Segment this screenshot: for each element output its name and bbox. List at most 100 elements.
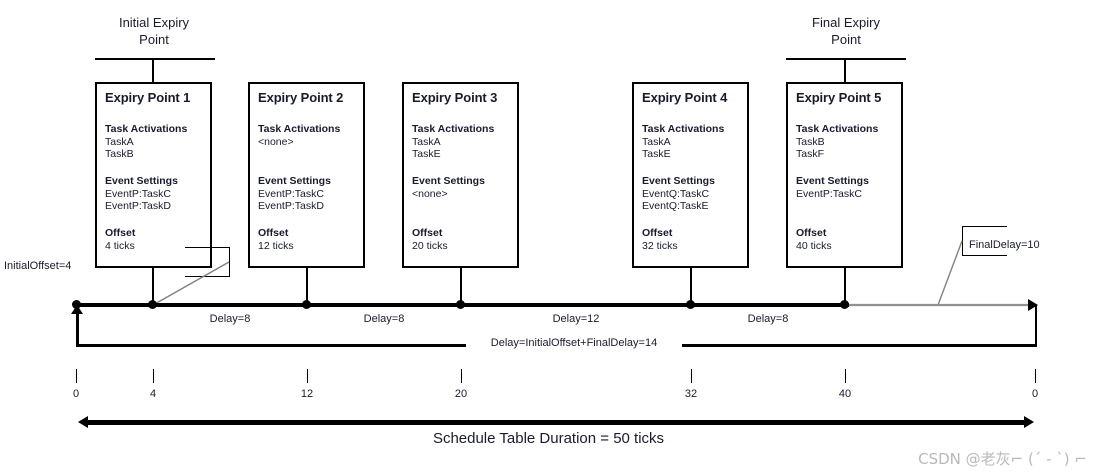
event-setting-item: EventP:TaskD <box>105 200 171 212</box>
task-activations-heading: Task Activations <box>796 123 879 135</box>
event-settings-heading: Event Settings <box>642 175 715 187</box>
event-settings-heading: Event Settings <box>258 175 331 187</box>
offset-heading: Offset <box>258 227 289 239</box>
offset-value: 20 ticks <box>412 240 448 252</box>
initial-expiry-bracket-line <box>95 58 215 60</box>
csdn-watermark: CSDN @老灰⌐ (ˊ - ˋ) ⌐ <box>918 450 1087 468</box>
final-delay-bracket-top <box>962 226 1007 227</box>
axis-label: 0 <box>72 388 80 400</box>
axis-tick-mark <box>307 369 308 383</box>
expiry-point-box-4[interactable]: Expiry Point 4 Task Activations TaskA Ta… <box>632 82 749 268</box>
timeline-expiry-tick-3 <box>460 299 462 308</box>
final-expiry-bracket-line <box>786 58 906 60</box>
final-expiry-bracket-stem <box>844 58 846 82</box>
initial-offset-bracket-top <box>185 247 230 248</box>
task-activation-item: <none> <box>258 136 294 148</box>
expiry-point-title: Expiry Point 4 <box>642 90 728 105</box>
event-settings-heading: Event Settings <box>796 175 869 187</box>
timeline-origin-dot <box>72 300 81 309</box>
task-activation-item: TaskA <box>105 136 134 148</box>
offset-value: 12 ticks <box>258 240 294 252</box>
wrap-path-left-segment <box>76 312 79 346</box>
expiry-point-connector-5 <box>844 268 846 307</box>
expiry-point-title: Expiry Point 5 <box>796 90 882 105</box>
offset-value: 32 ticks <box>642 240 678 252</box>
duration-bar-left-arrow <box>78 416 88 428</box>
timeline-expiry-tick-1 <box>152 299 154 308</box>
task-activation-item: TaskA <box>412 136 441 148</box>
task-activations-heading: Task Activations <box>412 123 495 135</box>
expiry-point-connector-2 <box>306 268 308 307</box>
duration-bar-right-arrow <box>1024 416 1034 428</box>
initial-expiry-point-label: Initial Expiry Point <box>118 15 190 47</box>
task-activation-item: TaskA <box>642 136 671 148</box>
task-activations-heading: Task Activations <box>642 123 725 135</box>
offset-heading: Offset <box>105 227 136 239</box>
final-delay-bracket-side <box>962 226 963 256</box>
delay-label-4: Delay=8 <box>747 313 789 325</box>
offset-value: 40 ticks <box>796 240 832 252</box>
event-setting-item: EventP:TaskC <box>258 188 324 200</box>
event-setting-item: EventQ:TaskC <box>642 188 710 200</box>
expiry-point-box-3[interactable]: Expiry Point 3 Task Activations TaskA Ta… <box>402 82 519 268</box>
event-setting-item: EventP:TaskC <box>796 188 862 200</box>
expiry-point-connector-4 <box>690 268 692 307</box>
task-activation-item: TaskF <box>796 148 825 160</box>
expiry-point-box-1[interactable]: Expiry Point 1 Task Activations TaskA Ta… <box>95 82 212 268</box>
duration-bar <box>88 420 1024 425</box>
task-activation-item: TaskB <box>105 148 134 160</box>
axis-tick-mark <box>76 369 77 383</box>
axis-tick-mark <box>461 369 462 383</box>
wrap-path-start-arrow <box>71 305 83 314</box>
timeline-expiry-tick-5 <box>844 299 846 308</box>
axis-label: 4 <box>149 388 157 400</box>
final-delay-label: FinalDelay=10 <box>969 239 1040 251</box>
axis-label: 0 <box>1031 388 1039 400</box>
expiry-point-box-5[interactable]: Expiry Point 5 Task Activations TaskB Ta… <box>786 82 903 268</box>
final-delay-bracket-bottom <box>962 255 1007 256</box>
timeline-end-arrow <box>1028 299 1038 311</box>
event-settings-heading: Event Settings <box>412 175 485 187</box>
initial-offset-bracket-side <box>229 247 230 277</box>
task-activation-item: TaskB <box>796 136 825 148</box>
axis-tick-mark <box>1035 369 1036 383</box>
event-setting-item: EventQ:TaskE <box>642 200 709 212</box>
expiry-point-title: Expiry Point 1 <box>105 90 191 105</box>
offset-heading: Offset <box>796 227 827 239</box>
event-setting-item: <none> <box>412 188 448 200</box>
task-activation-item: TaskE <box>412 148 441 160</box>
delay-label-2: Delay=8 <box>363 313 405 325</box>
task-activation-item: TaskE <box>642 148 671 160</box>
axis-label: 20 <box>454 388 468 400</box>
axis-label: 32 <box>684 388 698 400</box>
event-setting-item: EventP:TaskC <box>105 188 171 200</box>
event-settings-heading: Event Settings <box>105 175 178 187</box>
axis-tick-mark <box>845 369 846 383</box>
offset-value: 4 ticks <box>105 240 135 252</box>
offset-heading: Offset <box>412 227 443 239</box>
duration-caption: Schedule Table Duration = 50 ticks <box>432 430 665 447</box>
wrap-delay-label: Delay=InitialOffset+FinalDelay=14 <box>490 337 658 349</box>
initial-expiry-bracket-stem <box>152 58 154 82</box>
wrap-delay-label-mask <box>466 337 682 351</box>
axis-tick-mark <box>153 369 154 383</box>
delay-label-1: Delay=8 <box>209 313 251 325</box>
expiry-point-title: Expiry Point 2 <box>258 90 344 105</box>
axis-label: 12 <box>300 388 314 400</box>
timeline-expiry-tick-2 <box>306 299 308 308</box>
task-activations-heading: Task Activations <box>105 123 188 135</box>
event-setting-item: EventP:TaskD <box>258 200 324 212</box>
offset-heading: Offset <box>642 227 673 239</box>
expiry-point-title: Expiry Point 3 <box>412 90 498 105</box>
initial-offset-label: InitialOffset=4 <box>4 260 72 272</box>
timeline-expiry-tick-4 <box>690 299 692 308</box>
initial-offset-bracket-bottom <box>185 276 230 277</box>
axis-tick-mark <box>691 369 692 383</box>
expiry-point-box-2[interactable]: Expiry Point 2 Task Activations <none> E… <box>248 82 365 268</box>
expiry-point-connector-3 <box>460 268 462 307</box>
axis-label: 40 <box>838 388 852 400</box>
final-expiry-point-label: Final Expiry Point <box>812 15 880 47</box>
delay-label-3: Delay=12 <box>552 313 600 325</box>
wrap-path-right-segment <box>1035 305 1037 346</box>
